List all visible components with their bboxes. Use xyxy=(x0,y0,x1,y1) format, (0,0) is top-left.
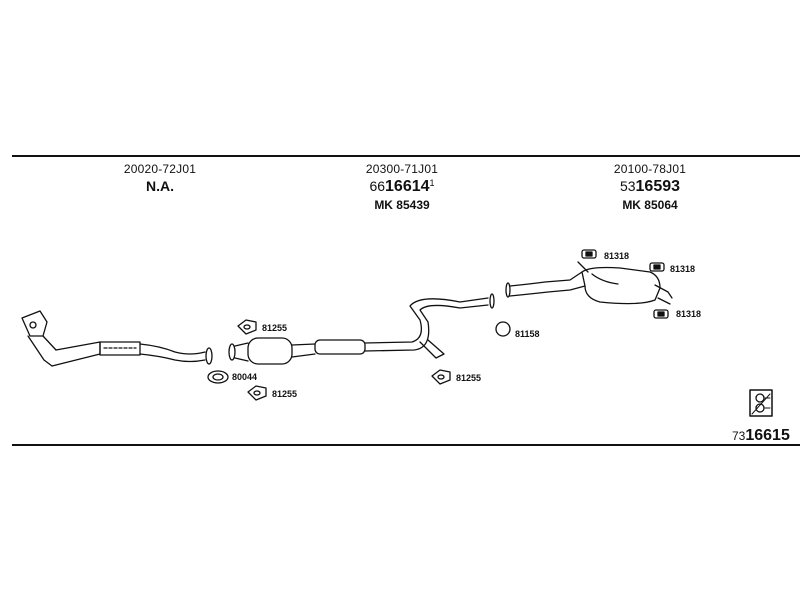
gasket-81255-b xyxy=(247,385,267,401)
part-number: 5316593 xyxy=(550,179,750,195)
ring-81158 xyxy=(495,321,511,337)
gasket-81255-a xyxy=(237,319,257,335)
availability-status: N.A. xyxy=(146,178,174,194)
hanger-81318-b xyxy=(649,262,665,272)
gasket-81255-c xyxy=(431,369,451,385)
mk-number: MK 85064 xyxy=(622,198,678,212)
oem-number: 20020-72J01 xyxy=(123,162,197,176)
bottom-divider xyxy=(12,444,800,446)
mk-number: MK 85439 xyxy=(374,198,430,212)
hanger-81318-c xyxy=(653,309,669,319)
column-center-pipe: 20300-71J01 66166141 MK 85439 xyxy=(302,163,502,211)
part-prefix: 53 xyxy=(619,178,636,194)
part-superscript: 1 xyxy=(429,178,435,188)
catalog-symbol-icon xyxy=(749,389,773,417)
column-front-pipe: 20020-72J01 N.A. xyxy=(60,163,260,193)
part-label-81255: 81255 xyxy=(272,389,298,399)
oem-number: 20300-71J01 xyxy=(365,162,439,176)
part-number: 66166141 xyxy=(302,179,502,195)
ring-80044 xyxy=(207,370,229,384)
catalog-main: 16615 xyxy=(745,427,790,444)
part-label-81318: 81318 xyxy=(670,264,696,274)
catalog-prefix: 73 xyxy=(732,429,746,443)
hanger-81318-a xyxy=(581,249,597,259)
column-rear-muffler: 20100-78J01 5316593 MK 85064 xyxy=(550,163,750,211)
part-prefix: 66 xyxy=(369,178,386,194)
center-pipe-drawing xyxy=(228,293,495,365)
catalog-number: 7316615 xyxy=(732,427,790,445)
part-main: 16593 xyxy=(635,178,681,195)
part-label-81255: 81255 xyxy=(456,373,482,383)
part-main: 16614 xyxy=(385,178,430,195)
front-pipe-drawing xyxy=(21,310,213,367)
part-label-81318: 81318 xyxy=(676,309,702,319)
rear-muffler-drawing xyxy=(505,261,673,305)
top-divider xyxy=(12,155,800,157)
part-label-81158: 81158 xyxy=(515,329,540,339)
oem-number: 20100-78J01 xyxy=(613,162,687,176)
part-label-80044: 80044 xyxy=(232,372,258,382)
part-label-81318: 81318 xyxy=(604,251,630,261)
part-label-81255: 81255 xyxy=(262,323,288,333)
